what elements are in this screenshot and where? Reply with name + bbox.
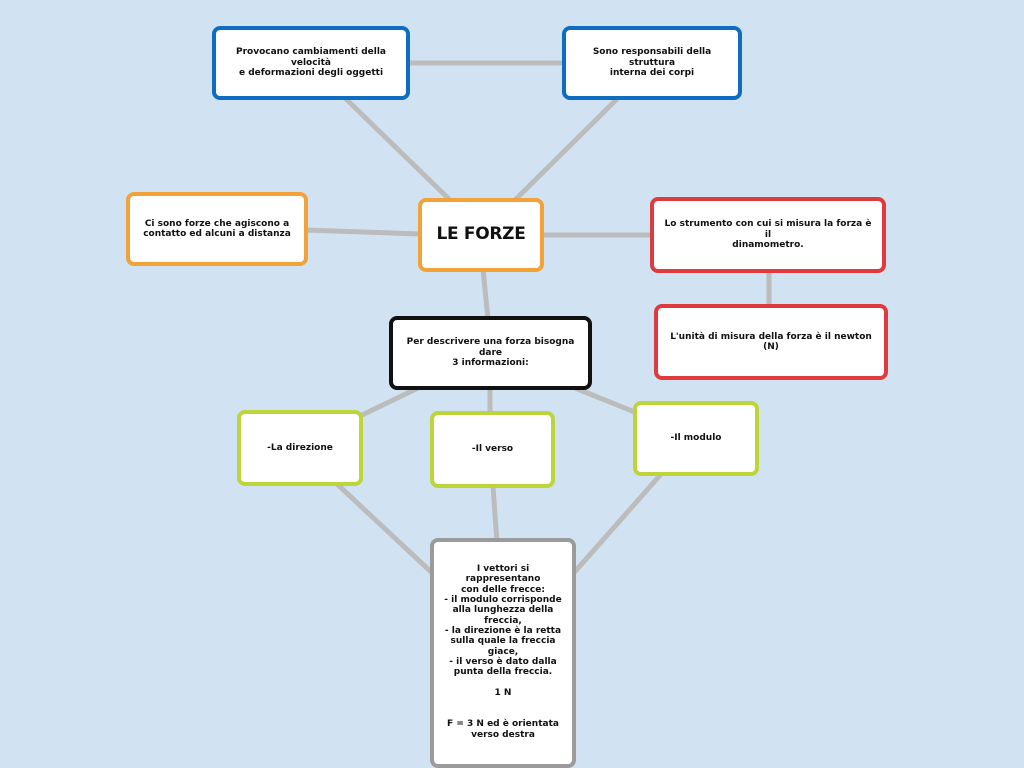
- node-instrument: Lo strumento con cui si misura la forza …: [650, 197, 886, 273]
- node-velocity: Provocano cambiamenti della velocità e d…: [212, 26, 410, 100]
- connector-central-describe: [480, 266, 491, 322]
- node-vectors-text: I vettori si rappresentano con delle fre…: [444, 564, 562, 740]
- connector-describe-modulus: [572, 385, 640, 416]
- connector-modulus-vectors: [569, 470, 665, 578]
- node-unit: L'unità di misura della forza è il newto…: [654, 304, 888, 380]
- node-modulus: -Il modulo: [633, 401, 759, 476]
- node-describe: Per descrivere una forza bisogna dare 3 …: [389, 316, 592, 390]
- connector-verse-vectors: [490, 483, 500, 546]
- node-velocity-text: Provocano cambiamenti della velocità e d…: [236, 47, 386, 79]
- node-structure-text: Sono responsabili della struttura intern…: [592, 47, 712, 79]
- node-modulus-text: -Il modulo: [670, 433, 722, 444]
- node-central: LE FORZE: [418, 198, 544, 272]
- connector-velocity-central: [342, 95, 453, 203]
- node-verse: -Il verso: [430, 411, 555, 488]
- connector-contact-central: [302, 227, 423, 237]
- node-contact-text: Ci sono forze che agiscono a contatto ed…: [143, 218, 291, 239]
- node-direction: -La direzione: [237, 410, 363, 486]
- node-unit-text: L'unità di misura della forza è il newto…: [670, 331, 872, 352]
- node-structure: Sono responsabili della struttura intern…: [562, 26, 742, 100]
- node-verse-text: -Il verso: [471, 444, 514, 455]
- node-central-title: LE FORZE: [436, 224, 526, 245]
- node-instrument-text: Lo strumento con cui si misura la forza …: [664, 219, 872, 251]
- node-direction-text: -La direzione: [267, 442, 333, 453]
- node-vectors: I vettori si rappresentano con delle fre…: [430, 538, 576, 768]
- connector-lines: [302, 60, 772, 588]
- node-contact: Ci sono forze che agiscono a contatto ed…: [126, 192, 308, 266]
- concept-map: Provocano cambiamenti della velocità e d…: [126, 26, 888, 768]
- connector-describe-direction: [357, 385, 421, 419]
- node-describe-text: Per descrivere una forza bisogna dare 3 …: [406, 337, 575, 369]
- connector-direction-vectors: [333, 480, 448, 588]
- connector-structure-central: [512, 95, 621, 203]
